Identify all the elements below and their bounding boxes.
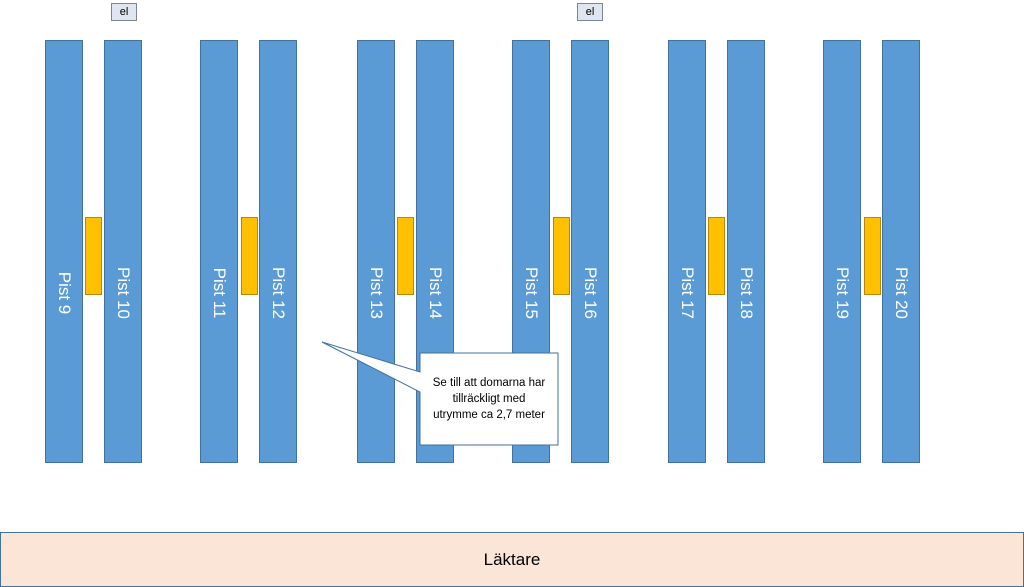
piste-11: Pist 11 [200,40,238,463]
piste-20: Pist 20 [882,40,920,463]
power-outlet-label: el [577,3,603,21]
scoring-box [241,217,258,295]
stands-area: Läktare [0,532,1024,587]
scoring-box [397,217,414,295]
scoring-box [708,217,725,295]
piste-19: Pist 19 [823,40,861,463]
piste-13: Pist 13 [357,40,395,463]
piste-9: Pist 9 [45,40,83,463]
piste-12: Pist 12 [259,40,297,463]
power-outlet-label: el [111,3,137,21]
piste-17: Pist 17 [668,40,706,463]
scoring-box [864,217,881,295]
stands-label: Läktare [483,549,541,569]
callout-text: Se till att domarna har tillräckligt med… [432,377,546,421]
piste-18: Pist 18 [727,40,765,463]
piste-16: Pist 16 [571,40,609,463]
scoring-box [553,217,570,295]
piste-10: Pist 10 [104,40,142,463]
scoring-box [85,217,102,295]
